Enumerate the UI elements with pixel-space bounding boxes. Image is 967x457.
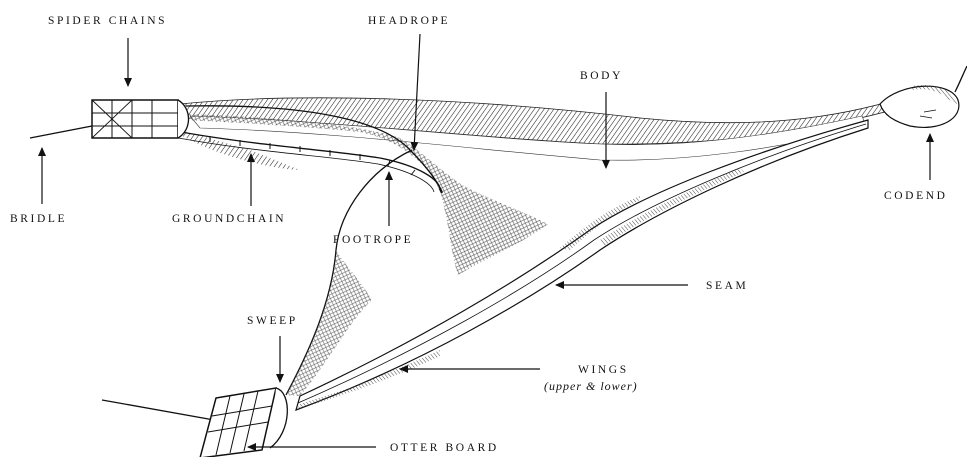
label-sweep: SWEEP [247, 315, 298, 327]
label-seam: SEAM [706, 280, 748, 292]
label-groundchain: GROUNDCHAIN [172, 213, 286, 225]
label-bridle: BRIDLE [10, 213, 67, 225]
label-wings-note: (upper & lower) [544, 379, 638, 393]
lower-bridle-line [102, 400, 214, 420]
upper-otter-board [92, 100, 189, 138]
bridle-line [30, 126, 92, 138]
codend-rope [955, 66, 967, 92]
label-headrope: HEADROPE [368, 15, 450, 27]
groundchain-mesh [170, 128, 300, 170]
label-wings: WINGS [578, 364, 629, 376]
label-codend: CODEND [884, 190, 948, 202]
label-otter-board: OTTER BOARD [390, 442, 499, 454]
label-body: BODY [580, 70, 623, 82]
label-spider-chains: SPIDER CHAINS [48, 15, 167, 27]
trawl-net [30, 66, 967, 457]
label-footrope: FOOTROPE [333, 234, 413, 246]
